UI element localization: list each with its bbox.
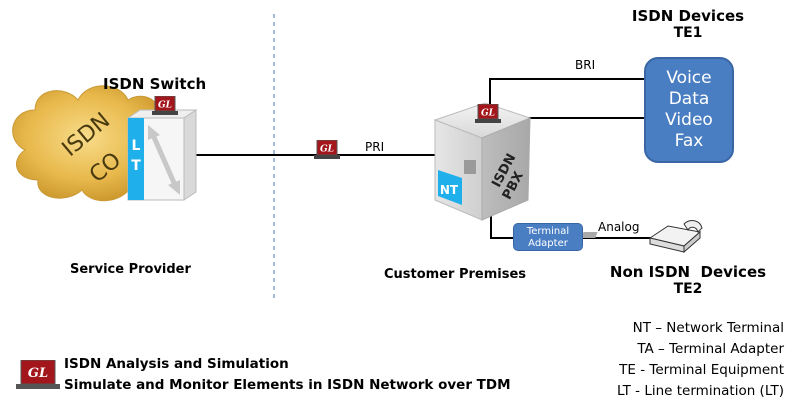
telephone-icon — [581, 220, 703, 254]
legend-item: TE - Terminal Equipment — [619, 362, 784, 378]
bri-link-lower — [524, 117, 645, 150]
legend-item: LT - Line termination (LT) — [616, 383, 784, 399]
bri-label: BRI — [575, 58, 596, 72]
svg-text:GL: GL — [158, 101, 172, 111]
device-item: Data — [668, 89, 710, 109]
te1-devices-box: Voice Data Video Fax — [644, 57, 734, 163]
pri-label: PRI — [365, 140, 385, 154]
terminal-adapter-line1: Terminal — [526, 226, 570, 237]
svg-text:GL: GL — [28, 366, 48, 381]
nt-panel — [438, 170, 462, 205]
lt-panel — [128, 118, 144, 200]
svg-text:L: L — [132, 138, 141, 154]
analog-label: Analog — [598, 220, 640, 234]
gl-analyzer-icon-pbx: GL — [475, 103, 501, 130]
non-isdn-devices-subtitle: TE2 — [673, 281, 703, 297]
analog-link — [490, 215, 514, 239]
customer-premises-label: Customer Premises — [384, 267, 527, 282]
bidirectional-arrow-icon — [148, 125, 180, 195]
legend-item: TA – Terminal Adapter — [637, 341, 784, 357]
isdn-devices-subtitle: TE1 — [673, 25, 703, 41]
isdn-switch-title: ISDN Switch — [103, 75, 207, 93]
device-item: Fax — [674, 131, 704, 151]
device-item: Video — [665, 110, 713, 130]
terminal-adapter-line2: Adapter — [528, 238, 568, 249]
gl-analyzer-icon-pri: GL — [314, 139, 340, 166]
isdn-switch: L T — [126, 109, 198, 201]
device-item: Voice — [666, 68, 712, 88]
legend-item: NT – Network Terminal — [632, 320, 784, 336]
isdn-devices-title: ISDN Devices — [631, 7, 745, 25]
svg-text:GL: GL — [320, 145, 334, 155]
gl-analyzer-icon-footer: GL — [16, 359, 60, 396]
footer-subtitle: Simulate and Monitor Elements in ISDN Ne… — [64, 377, 511, 393]
terminal-adapter-box: Terminal Adapter — [513, 223, 583, 251]
gl-analyzer-icon-switch: GL — [152, 95, 178, 122]
footer: ISDN Analysis and Simulation Simulate an… — [64, 354, 511, 396]
svg-text:T: T — [131, 158, 141, 174]
svg-text:NT: NT — [440, 183, 459, 197]
footer-title: ISDN Analysis and Simulation — [64, 356, 289, 372]
svg-text:GL: GL — [481, 109, 495, 119]
abbreviation-legend: NT – Network Terminal TA – Terminal Adap… — [617, 318, 784, 402]
non-isdn-devices-title: Non ISDN Devices — [609, 263, 767, 281]
service-provider-label: Service Provider — [70, 262, 191, 277]
